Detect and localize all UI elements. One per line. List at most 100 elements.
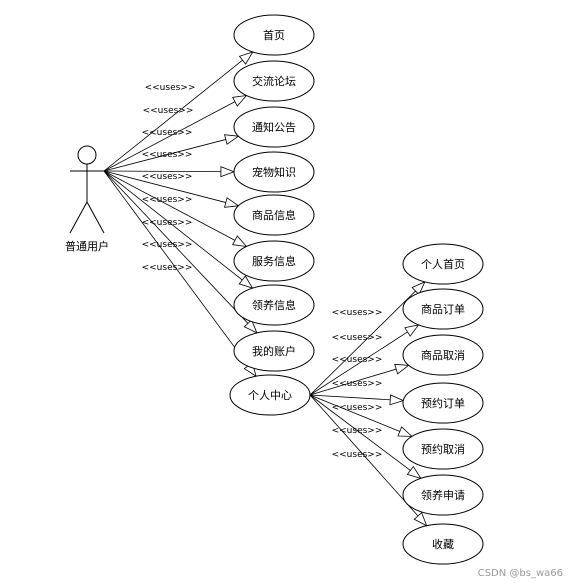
association-line-booking-order bbox=[309, 394, 404, 402]
usecase-booking-order[interactable]: 预约订单 bbox=[402, 382, 484, 424]
usecase-service-info-ellipse bbox=[233, 240, 315, 282]
watermark: CSDN @bs_wa66 bbox=[478, 568, 563, 579]
usecase-favorites-label: 收藏 bbox=[432, 537, 454, 551]
arrowhead-product-order bbox=[404, 324, 420, 337]
usecase-product-order-ellipse bbox=[402, 288, 484, 330]
arrowhead-home bbox=[238, 51, 254, 65]
usecase-pet-knowledge-label: 宠物知识 bbox=[252, 165, 296, 179]
association-line-product-info bbox=[103, 170, 239, 207]
usecase-adoption-apply[interactable]: 领养申请 bbox=[402, 474, 484, 516]
actor-right-leg bbox=[86, 201, 105, 234]
primary-uses-label-6: <<uses>> bbox=[142, 218, 193, 228]
association-lines bbox=[103, 51, 428, 527]
association-line-personal-home bbox=[309, 281, 426, 396]
primary-uses-label-1: <<uses>> bbox=[143, 106, 194, 116]
usecase-product-cancel[interactable]: 商品取消 bbox=[402, 334, 484, 376]
usecase-forum[interactable]: 交流论坛 bbox=[233, 60, 315, 102]
usecase-forum-label: 交流论坛 bbox=[252, 74, 296, 88]
usecase-booking-order-label: 预约订单 bbox=[421, 397, 465, 410]
sub-uses-label-1: <<uses>> bbox=[332, 333, 383, 343]
usecase-adoption-apply-label: 领养申请 bbox=[421, 488, 465, 502]
usecase-favorites-ellipse bbox=[402, 523, 484, 565]
primary-uses-label-0: <<uses>> bbox=[145, 83, 196, 93]
arrowhead-adoption-info bbox=[238, 275, 254, 289]
usecase-service-info-label: 服务信息 bbox=[252, 254, 296, 268]
sub-uses-label-5: <<uses>> bbox=[332, 426, 383, 436]
usecase-notice[interactable]: 通知公告 bbox=[233, 106, 315, 148]
association-line-pet-knowledge bbox=[103, 170, 235, 173]
usecase-booking-cancel-ellipse bbox=[402, 428, 484, 470]
usecase-pet-knowledge-ellipse bbox=[233, 151, 315, 193]
usecase-adoption-info-ellipse bbox=[233, 284, 315, 326]
primary-uses-label-8: <<uses>> bbox=[142, 263, 193, 273]
arrowhead-favorites bbox=[413, 511, 428, 527]
uses-labels: <<uses>> <<uses>> <<uses>> <<uses>> <<uses>>… bbox=[142, 83, 383, 460]
usecase-product-order[interactable]: 商品订单 bbox=[402, 288, 484, 330]
sub-uses-label-2: <<uses>> bbox=[332, 355, 383, 365]
arrowhead-personal-home bbox=[411, 281, 426, 296]
actor-left-leg bbox=[69, 201, 88, 234]
usecase-personal-center-label: 个人中心 bbox=[248, 389, 292, 402]
usecase-product-info-label: 商品信息 bbox=[252, 208, 296, 222]
usecase-personal-center-ellipse bbox=[229, 374, 311, 416]
primary-uses-label-5: <<uses>> bbox=[142, 195, 193, 205]
usecase-product-info[interactable]: 商品信息 bbox=[233, 194, 315, 236]
usecase-my-account-label: 我的账户 bbox=[252, 344, 296, 358]
arrowhead-booking-cancel bbox=[397, 426, 414, 437]
usecase-pet-knowledge[interactable]: 宠物知识 bbox=[233, 151, 315, 193]
usecase-personal-home-label: 个人首页 bbox=[421, 257, 465, 271]
arrowhead-product-info bbox=[224, 197, 240, 208]
primary-uses-label-3: <<uses>> bbox=[142, 150, 193, 160]
usecase-notice-ellipse bbox=[233, 106, 315, 148]
association-line-notice bbox=[103, 135, 239, 172]
sub-uses-label-4: <<uses>> bbox=[332, 403, 383, 413]
arrowhead-service-info bbox=[232, 235, 248, 247]
primary-uses-label-4: <<uses>> bbox=[142, 172, 193, 182]
usecase-product-info-ellipse bbox=[233, 194, 315, 236]
arrowhead-my-account bbox=[243, 319, 258, 334]
usecase-booking-cancel-label: 预约取消 bbox=[421, 442, 465, 456]
association-line-adoption-apply bbox=[309, 394, 422, 479]
usecase-booking-cancel[interactable]: 预约取消 bbox=[402, 428, 484, 470]
usecase-personal-center[interactable]: 个人中心 bbox=[229, 374, 311, 416]
association-line-booking-cancel bbox=[309, 394, 413, 437]
usecase-personal-home-ellipse bbox=[402, 243, 484, 285]
association-line-adoption-info bbox=[103, 170, 253, 289]
usecase-adoption-apply-ellipse bbox=[402, 474, 484, 516]
usecase-product-cancel-label: 商品取消 bbox=[421, 348, 465, 362]
usecase-personal-home[interactable]: 个人首页 bbox=[402, 243, 484, 285]
usecase-favorites[interactable]: 收藏 bbox=[402, 523, 484, 565]
usecase-adoption-info-label: 领养信息 bbox=[252, 298, 296, 312]
usecase-product-cancel-ellipse bbox=[402, 334, 484, 376]
usecase-booking-order-ellipse bbox=[402, 382, 484, 424]
association-line-service-info bbox=[103, 170, 247, 247]
usecase-my-account-ellipse bbox=[233, 330, 315, 372]
primary-uses-label-2: <<uses>> bbox=[142, 128, 193, 138]
usecase-notice-label: 通知公告 bbox=[252, 120, 296, 134]
usecase-home[interactable]: 首页 bbox=[233, 14, 315, 56]
arrowhead-adoption-apply bbox=[406, 465, 422, 480]
actor-head bbox=[77, 145, 97, 165]
association-line-home bbox=[103, 51, 254, 172]
usecase-home-ellipse bbox=[233, 14, 315, 56]
arrowhead-forum bbox=[232, 95, 248, 107]
usecase-adoption-info[interactable]: 领养信息 bbox=[233, 284, 315, 326]
usecase-home-label: 首页 bbox=[263, 28, 285, 42]
arrowhead-pet-knowledge bbox=[220, 166, 236, 178]
actor-label: 普通用户 bbox=[65, 239, 109, 253]
primary-uses-label-7: <<uses>> bbox=[142, 240, 193, 250]
sub-uses-label-3: <<uses>> bbox=[332, 379, 383, 389]
arrowhead-booking-order bbox=[389, 394, 405, 406]
arrowhead-notice bbox=[224, 134, 240, 145]
arrowhead-product-cancel bbox=[394, 363, 410, 375]
usecase-product-order-label: 商品订单 bbox=[421, 302, 465, 316]
usecase-my-account[interactable]: 我的账户 bbox=[233, 330, 315, 372]
actor[interactable]: 普通用户 bbox=[65, 145, 109, 253]
association-line-personal-center bbox=[103, 170, 257, 377]
usecase-service-info[interactable]: 服务信息 bbox=[233, 240, 315, 282]
association-line-product-cancel bbox=[309, 364, 409, 396]
usecase-forum-ellipse bbox=[233, 60, 315, 102]
association-line-product-order bbox=[309, 324, 419, 396]
